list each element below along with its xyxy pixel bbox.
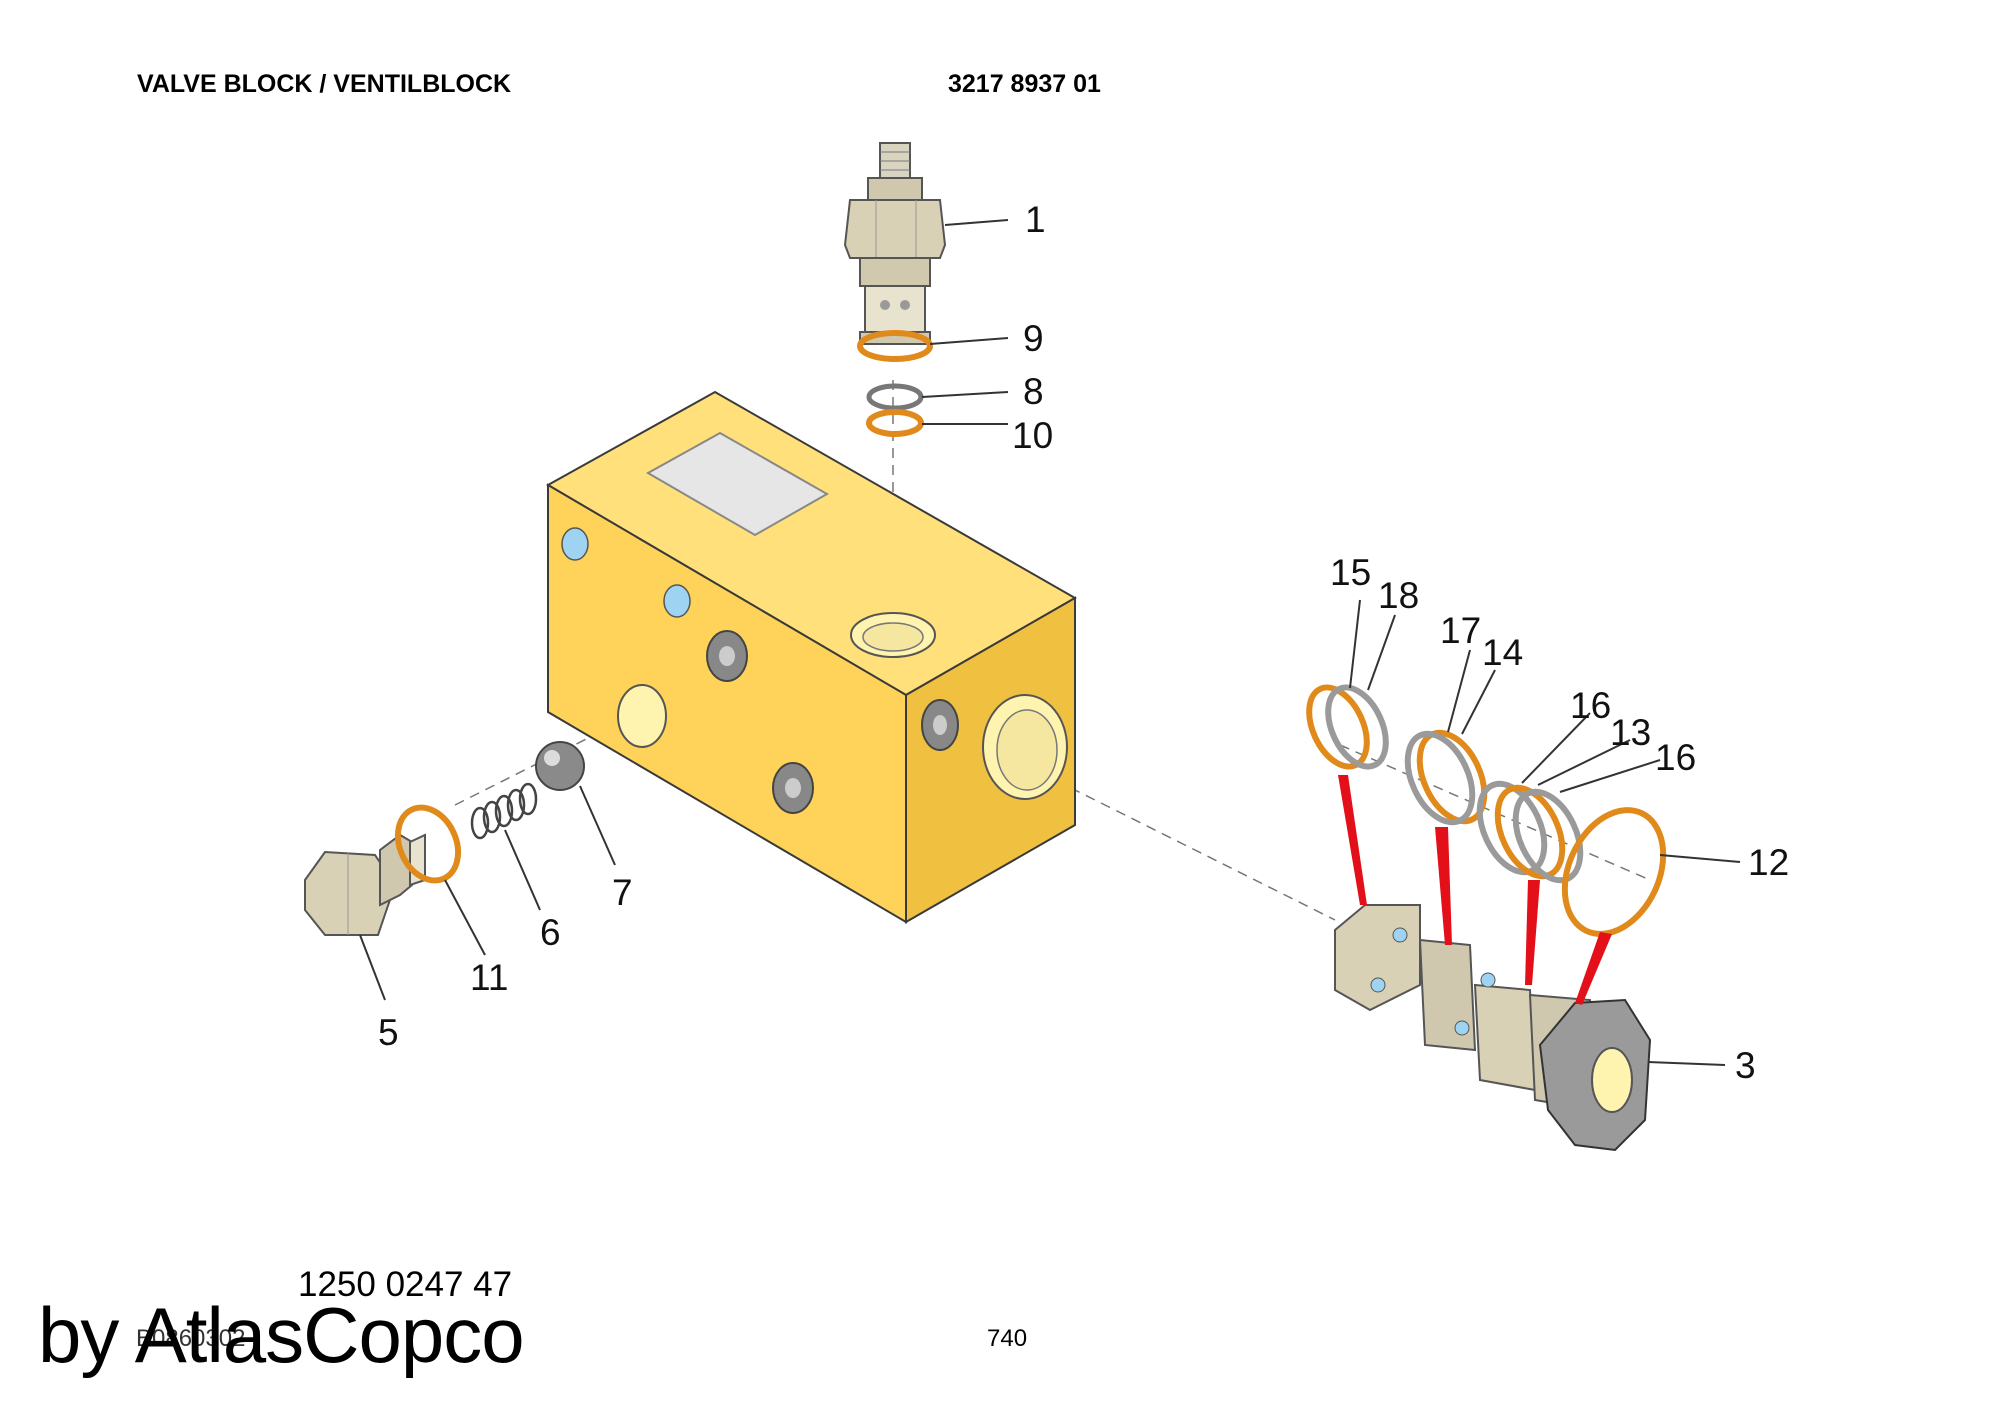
callout-18: 18 — [1378, 575, 1419, 616]
o-ring-12 — [1561, 807, 1667, 937]
callout-10: 10 — [1012, 415, 1053, 456]
name-plate — [645, 431, 830, 537]
callout-16b: 16 — [1655, 737, 1696, 778]
placement-arrows — [1338, 775, 1612, 1005]
leader-lines — [359, 219, 1741, 1066]
part-number: 3217 8937 01 — [948, 70, 1101, 98]
brand-watermark: by AtlasCopco — [38, 1291, 525, 1379]
backup-ring-18 — [1325, 684, 1389, 770]
callout-15: 15 — [1330, 552, 1371, 593]
ball-port — [617, 684, 667, 748]
backup-ring-14 — [1404, 730, 1476, 826]
o-ring-17 — [1416, 729, 1488, 825]
callout-14: 14 — [1482, 632, 1523, 673]
callout-1: 1 — [1025, 199, 1046, 240]
callout-7: 7 — [612, 872, 633, 913]
ball-7 — [535, 741, 585, 791]
callout-6: 6 — [540, 912, 561, 953]
side-port — [561, 527, 589, 561]
cartridge-valve — [843, 142, 947, 345]
spring-6 — [470, 782, 538, 840]
o-ring-11 — [394, 804, 462, 884]
cartridge-3 — [1334, 904, 1652, 1152]
diagram-title: VALVE BLOCK / VENTILBLOCK — [137, 70, 512, 98]
callout-17: 17 — [1440, 610, 1481, 651]
callout-16a: 16 — [1570, 685, 1611, 726]
valve-block — [545, 390, 1078, 924]
callout-5: 5 — [378, 1012, 399, 1053]
plug-5 — [304, 833, 426, 936]
callout-12: 12 — [1748, 842, 1789, 883]
callout-3: 3 — [1735, 1045, 1756, 1086]
callout-11: 11 — [470, 957, 508, 998]
callout-13: 13 — [1610, 712, 1651, 753]
callout-labels: 1 9 8 10 15 18 17 14 16 13 16 12 3 7 6 1… — [378, 199, 1789, 1086]
o-ring-10 — [866, 409, 924, 437]
callout-8: 8 — [1023, 371, 1044, 412]
o-ring-9 — [857, 330, 933, 362]
image-code: B0860302 — [136, 1325, 246, 1352]
side-port — [663, 584, 691, 618]
callout-9: 9 — [1023, 318, 1044, 359]
document-number: 1250 0247 47 — [298, 1265, 513, 1304]
backup-ring-8 — [866, 383, 924, 411]
page-number: 740 — [987, 1325, 1028, 1352]
